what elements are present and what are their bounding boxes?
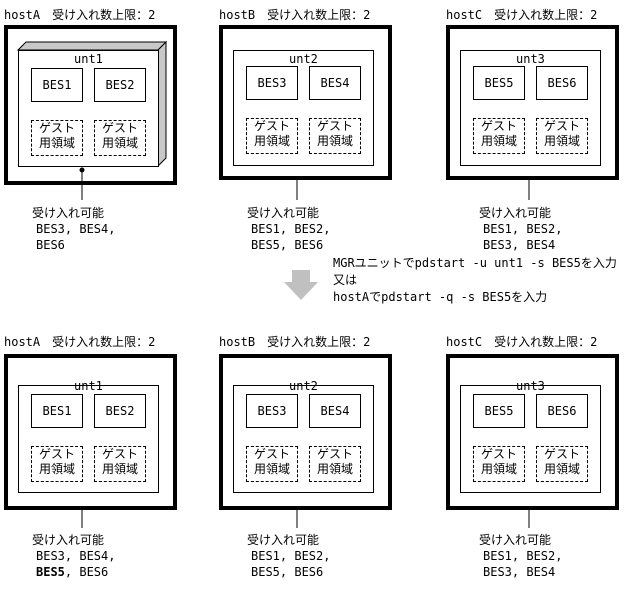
bes-box: BES5 [473, 394, 525, 428]
bes-box: BES2 [94, 394, 146, 428]
bes-box: BES2 [94, 68, 146, 102]
guest-area: ゲスト用領域 [94, 446, 146, 482]
guest-area: ゲスト用領域 [246, 446, 298, 482]
bes-box: BES4 [309, 394, 361, 428]
command-line-1: MGRユニットでpdstart -u unt1 -s BES5を入力 [333, 256, 617, 270]
guest-area: ゲスト用領域 [309, 446, 361, 482]
bes-box: BES1 [31, 68, 83, 102]
guest-area: ゲスト用領域 [473, 446, 525, 482]
host-c-title: hostC 受け入れ数上限：2 [446, 8, 598, 22]
host-a-title: hostA 受け入れ数上限：2 [4, 8, 156, 22]
unit-label: unt1 [74, 379, 103, 393]
guest-area: ゲスト用領域 [94, 120, 146, 156]
host-c-title: hostC 受け入れ数上限：2 [446, 335, 598, 349]
host-a-title: hostA 受け入れ数上限：2 [4, 335, 156, 349]
unit-side-face [157, 40, 167, 168]
guest-area: ゲスト用領域 [31, 120, 83, 156]
guest-area: ゲスト用領域 [309, 118, 361, 154]
bes-box: BES3 [246, 394, 298, 428]
down-arrow [284, 270, 318, 300]
host-b-title: hostB 受け入れ数上限：2 [219, 8, 371, 22]
bes-box: BES3 [246, 66, 298, 100]
guest-area: ゲスト用領域 [536, 446, 588, 482]
guest-area: ゲスト用領域 [31, 446, 83, 482]
added-bes5: BES5 [36, 565, 65, 579]
bes-box: BES1 [31, 394, 83, 428]
unit-label: unt2 [289, 52, 318, 66]
unit-label: unt3 [516, 52, 545, 66]
unit-label: unt1 [74, 52, 103, 66]
bes-box: BES4 [309, 66, 361, 100]
unit-label: unt3 [516, 379, 545, 393]
command-line-or: 又は [333, 273, 358, 287]
guest-area: ゲスト用領域 [536, 118, 588, 154]
unit-label: unt2 [289, 379, 318, 393]
host-b-title: hostB 受け入れ数上限：2 [219, 335, 371, 349]
bes-box: BES6 [536, 394, 588, 428]
guest-area: ゲスト用領域 [473, 118, 525, 154]
command-line-2: hostAでpdstart -q -s BES5を入力 [333, 290, 548, 304]
bes-box: BES5 [473, 66, 525, 100]
bes-box: BES6 [536, 66, 588, 100]
unit-top-face [16, 41, 168, 51]
guest-area: ゲスト用領域 [246, 118, 298, 154]
